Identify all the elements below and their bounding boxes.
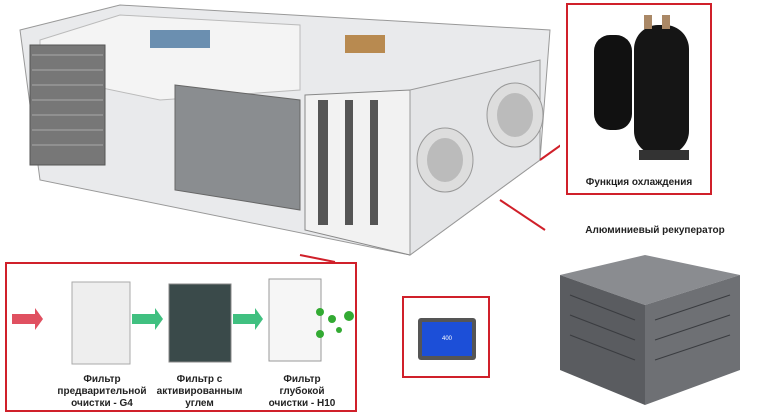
control-panel-display: 400: [418, 318, 476, 360]
display-value: 400: [422, 322, 472, 356]
filters-panel: Фильтр предварительной очистки - G4 Филь…: [5, 262, 357, 412]
g4-filter: [71, 281, 131, 365]
filter-caption-g4: Фильтр предварительной очистки - G4: [57, 374, 147, 409]
arrow-icon: [233, 308, 263, 330]
air-in-arrow-icon: [12, 308, 43, 330]
compressor-image: [594, 15, 689, 160]
compressor-panel: Функция охлаждения: [566, 3, 712, 195]
h10-filter: [268, 278, 322, 362]
control-panel-frame: 400: [402, 296, 490, 378]
carbon-filter: [168, 283, 232, 363]
recuperator-caption: Алюминиевый рекуператор: [585, 225, 725, 236]
compressor-caption: Функция охлаждения: [585, 177, 693, 188]
filter-caption-h10: Фильтр глубокой очистки - H10: [268, 374, 336, 409]
ventilation-unit-image: [19, 4, 560, 262]
filters-illustration: [12, 278, 354, 365]
filter-caption-carbon: Фильтр с активированным углем: [156, 374, 243, 409]
arrow-icon: [132, 308, 163, 330]
heat-exchanger-image: [560, 255, 740, 405]
